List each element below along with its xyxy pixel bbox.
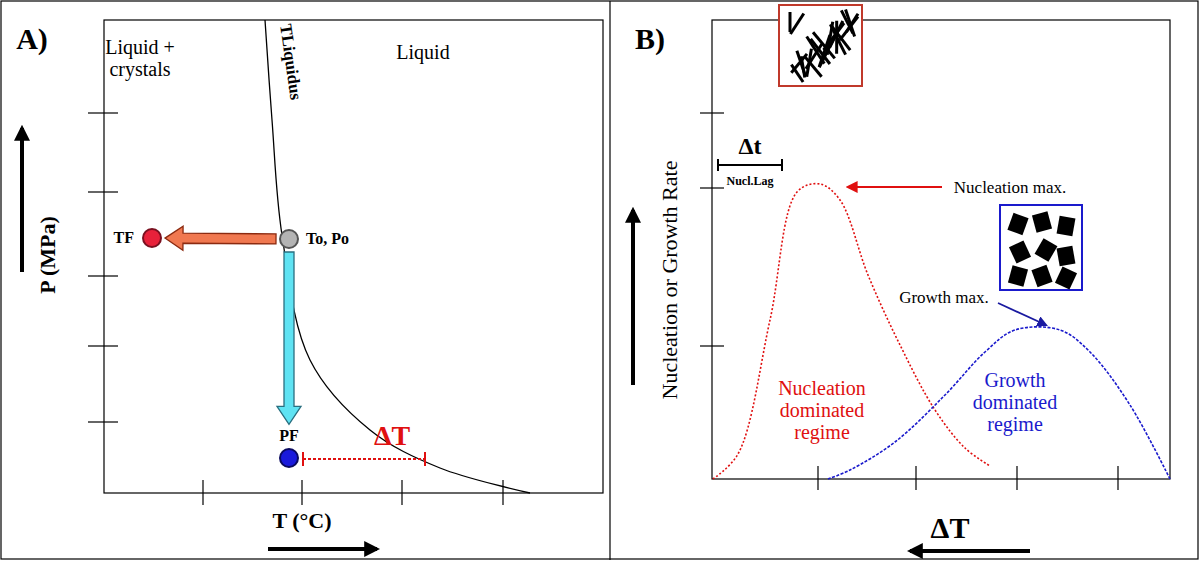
liquidus-curve — [265, 20, 530, 493]
state-point: To, Po — [279, 229, 349, 249]
label: Nucleation max. — [954, 179, 1066, 198]
label: Δt — [738, 133, 761, 159]
block-inset — [1000, 205, 1082, 290]
undercooling-bar — [303, 458, 425, 460]
phase-diagram-axes — [88, 421, 118, 422]
point-label: To, Po — [306, 230, 349, 248]
label: P (MPa) — [36, 216, 60, 294]
growth-curve — [828, 327, 1170, 479]
needle-inset — [789, 12, 792, 32]
phase-diagram-axes — [88, 20, 603, 505]
label: Growth max. — [899, 289, 989, 308]
axis-arrow — [268, 547, 377, 551]
axis-arrow — [910, 549, 1030, 553]
needle-inset — [805, 57, 822, 77]
undercooling-bar — [302, 452, 304, 466]
plot-frame — [712, 20, 1170, 479]
process-arrow — [277, 252, 301, 424]
needle-inset — [791, 65, 803, 82]
undercooling-bar — [424, 452, 426, 466]
state-point: TF — [114, 228, 162, 248]
label: TLiquidus — [275, 23, 304, 101]
point-marker — [142, 228, 162, 248]
block-inset — [1057, 246, 1076, 267]
needle-inset — [779, 5, 862, 86]
label: Nucleation dominated regime — [767, 377, 877, 443]
label: ΔT — [374, 421, 410, 452]
block-inset — [1007, 213, 1028, 235]
label: B) — [635, 22, 665, 55]
axis-arrow — [631, 210, 635, 385]
label: ΔT — [931, 511, 970, 544]
needle-inset — [830, 24, 845, 54]
block-inset — [1032, 211, 1052, 233]
phase-diagram-axes — [202, 480, 203, 505]
label: Nucleation or Growth Rate — [658, 161, 682, 400]
nucleation-curve — [713, 184, 990, 479]
point-marker — [279, 448, 299, 468]
state-point: PF — [279, 427, 299, 468]
point-marker — [279, 229, 299, 249]
label: T (°C) — [272, 509, 331, 533]
process-arrow — [165, 226, 276, 250]
rate-plot-axes — [915, 466, 916, 490]
label: A) — [16, 22, 48, 55]
lag-bar — [717, 159, 719, 171]
rate-plot-axes — [700, 345, 724, 346]
label: Nucl.Lag — [726, 175, 773, 188]
point-label: PF — [279, 427, 299, 445]
phase-diagram-axes — [88, 345, 118, 346]
plot-frame — [104, 20, 603, 493]
axis-arrow — [20, 128, 24, 272]
block-inset — [1031, 265, 1052, 287]
panel-divider — [609, 1, 610, 560]
label: Liquid — [396, 41, 449, 63]
point-label: TF — [114, 229, 134, 247]
label: Growth dominated regime — [960, 369, 1070, 435]
needle-inset — [801, 56, 805, 77]
lag-bar — [718, 159, 782, 171]
phase-diagram-axes — [88, 191, 118, 192]
block-inset — [1057, 216, 1076, 237]
block-inset — [1009, 240, 1031, 263]
rate-plot-axes — [1016, 466, 1017, 490]
block-inset — [1035, 238, 1058, 262]
needle-inset — [779, 5, 862, 86]
rate-plot-axes — [700, 20, 1170, 490]
rate-plot-axes — [700, 187, 724, 188]
rate-plot-axes — [700, 112, 724, 113]
needle-inset — [790, 14, 803, 35]
block-inset — [1000, 205, 1082, 290]
undercooling-bar — [303, 452, 425, 466]
phase-diagram-axes — [88, 112, 118, 113]
phase-diagram-axes — [502, 480, 503, 505]
phase-diagram-axes — [88, 275, 118, 276]
phase-diagram-axes — [301, 480, 302, 505]
pointer-arrow — [848, 186, 942, 188]
lag-bar — [718, 164, 782, 166]
axis-arrow — [22, 128, 1030, 551]
rate-plot-axes — [1117, 466, 1118, 490]
phase-diagram-axes — [401, 480, 402, 505]
block-inset — [1055, 266, 1077, 289]
label: Liquid + crystals — [85, 36, 195, 80]
lag-bar — [781, 159, 783, 171]
needle-inset — [811, 39, 830, 64]
block-inset — [1008, 265, 1028, 287]
rate-plot-axes — [817, 466, 818, 490]
pointer-arrow — [998, 303, 1046, 325]
needle-inset — [840, 16, 858, 40]
